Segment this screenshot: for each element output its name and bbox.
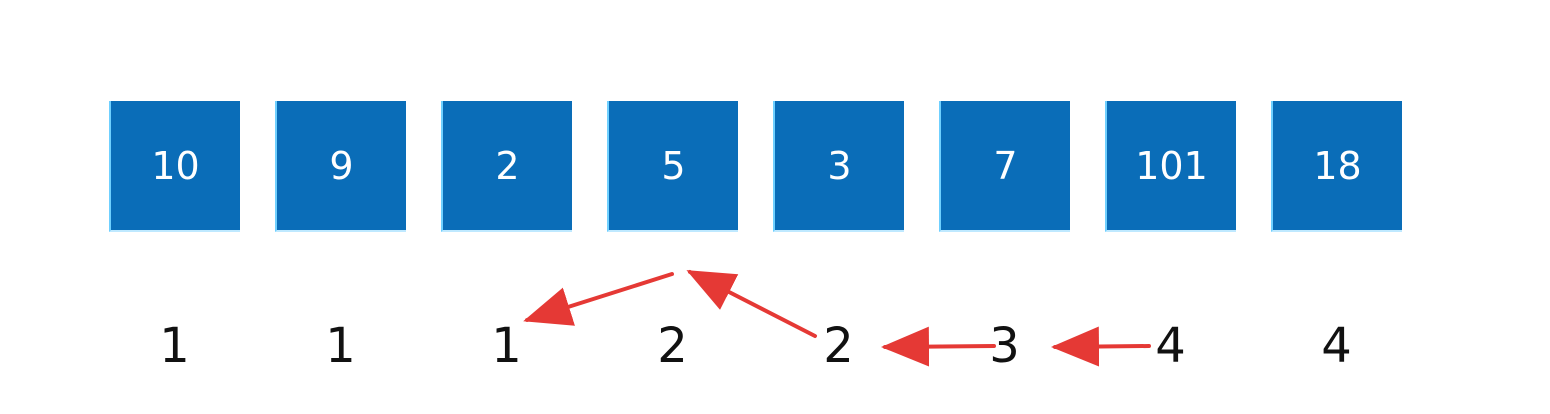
length-value: 4 <box>1155 318 1186 374</box>
arrow-to-length-3 <box>523 272 674 326</box>
length-value: 1 <box>491 318 522 374</box>
array-box: 3 <box>773 101 904 232</box>
length-value: 2 <box>823 318 854 374</box>
length-value: 4 <box>1321 318 1352 374</box>
length-value: 1 <box>325 318 356 374</box>
array-box: 7 <box>939 101 1070 232</box>
length-value: 1 <box>159 318 190 374</box>
length-value: 3 <box>989 318 1020 374</box>
array-value: 18 <box>1313 143 1362 188</box>
array-value: 101 <box>1135 143 1208 188</box>
array-box: 10 <box>109 101 240 232</box>
array-box: 2 <box>441 101 572 232</box>
array-box: 18 <box>1271 101 1402 232</box>
array-value: 5 <box>661 143 686 188</box>
array-value: 7 <box>993 143 1018 188</box>
array-boxes: 10 9 2 5 3 7 101 18 <box>109 101 1402 232</box>
array-value: 9 <box>329 143 354 188</box>
array-value: 3 <box>827 143 852 188</box>
array-value: 10 <box>151 143 200 188</box>
array-box: 9 <box>275 101 406 232</box>
array-value: 2 <box>495 143 520 188</box>
array-box: 5 <box>607 101 738 232</box>
length-row: 1 1 1 2 2 3 4 4 <box>109 318 1402 374</box>
length-value: 2 <box>657 318 688 374</box>
array-box: 101 <box>1105 101 1236 232</box>
